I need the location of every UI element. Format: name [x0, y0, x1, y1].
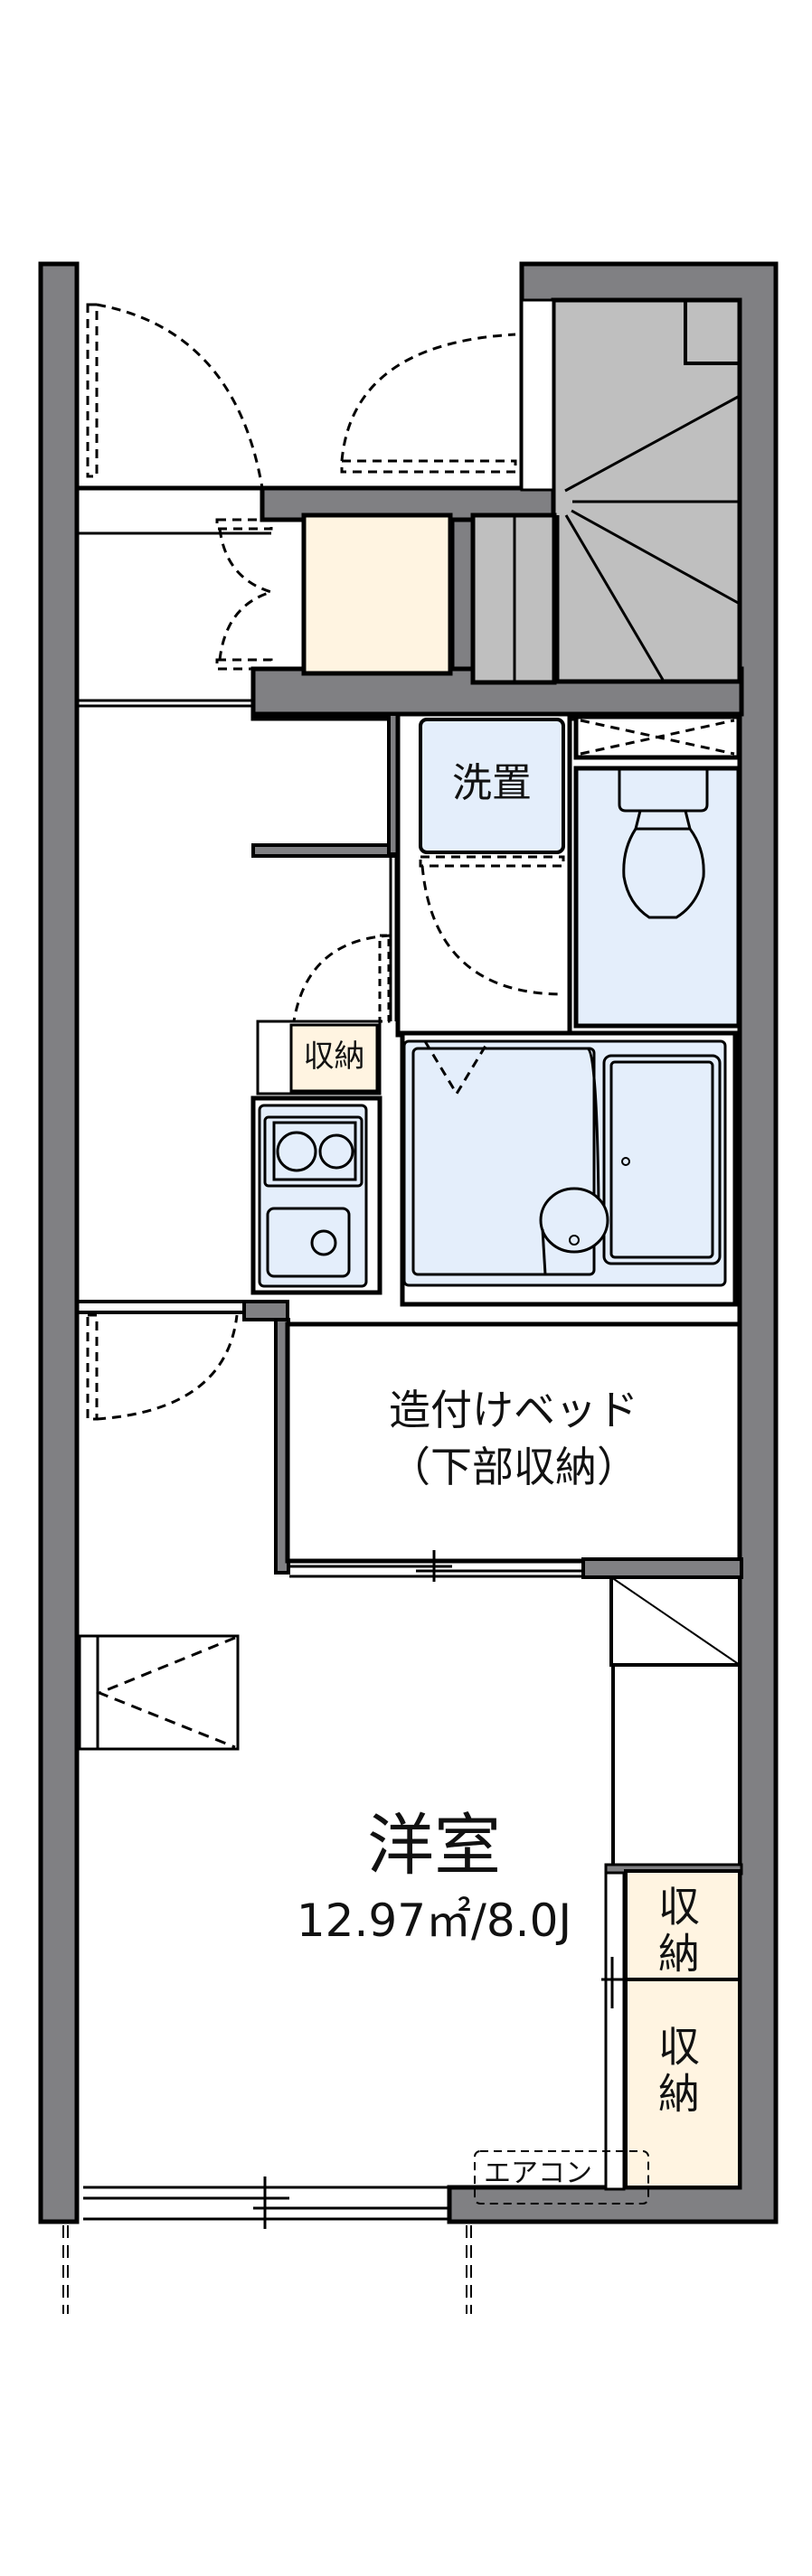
- washer-space: [419, 718, 565, 854]
- kitchen-storage: [289, 1023, 379, 1093]
- bed-label: 造付けベッド: [389, 1386, 638, 1434]
- staircase: [470, 297, 742, 685]
- closet-lower-label: 収納: [652, 2025, 701, 2119]
- closet-lower: [624, 1978, 741, 2189]
- aircon-outline: [474, 2150, 649, 2205]
- sink-icon: [266, 1207, 351, 1278]
- closet-upper-label: 収納: [652, 1885, 701, 1979]
- toilet-icon: [618, 770, 709, 919]
- stove-burner-icon: [276, 1131, 317, 1172]
- entry-storage: [301, 512, 453, 676]
- stove-burner-icon: [318, 1133, 354, 1170]
- washer-space-label: 洗置: [452, 760, 532, 806]
- closet-upper: [624, 1869, 741, 1981]
- aircon-label: エアコン: [484, 2158, 592, 2189]
- western-room-label: 洋室: [367, 1807, 501, 1885]
- bed-sublabel: （下部収納）: [389, 1443, 638, 1491]
- left-exterior-wall: [38, 261, 80, 2224]
- toilet-room: [573, 766, 741, 1029]
- kitchen-storage-label: 収納: [303, 1039, 365, 1075]
- western-room-area: 12.97㎡/8.0J: [296, 1894, 572, 1947]
